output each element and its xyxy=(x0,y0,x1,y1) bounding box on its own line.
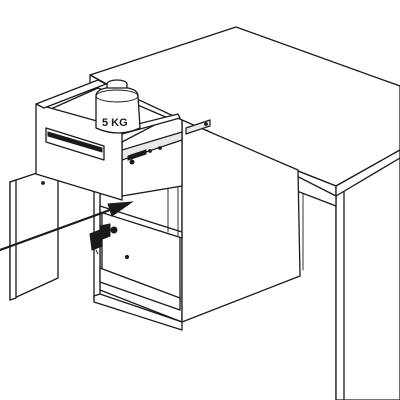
weight-label: 5 KG xyxy=(102,117,128,129)
hinge-icon xyxy=(89,223,118,255)
cabinet-door xyxy=(9,165,59,301)
arrow-icon xyxy=(0,201,134,252)
shelf-slide-rail xyxy=(185,119,211,135)
weight-icon: 5 KG xyxy=(95,79,141,134)
